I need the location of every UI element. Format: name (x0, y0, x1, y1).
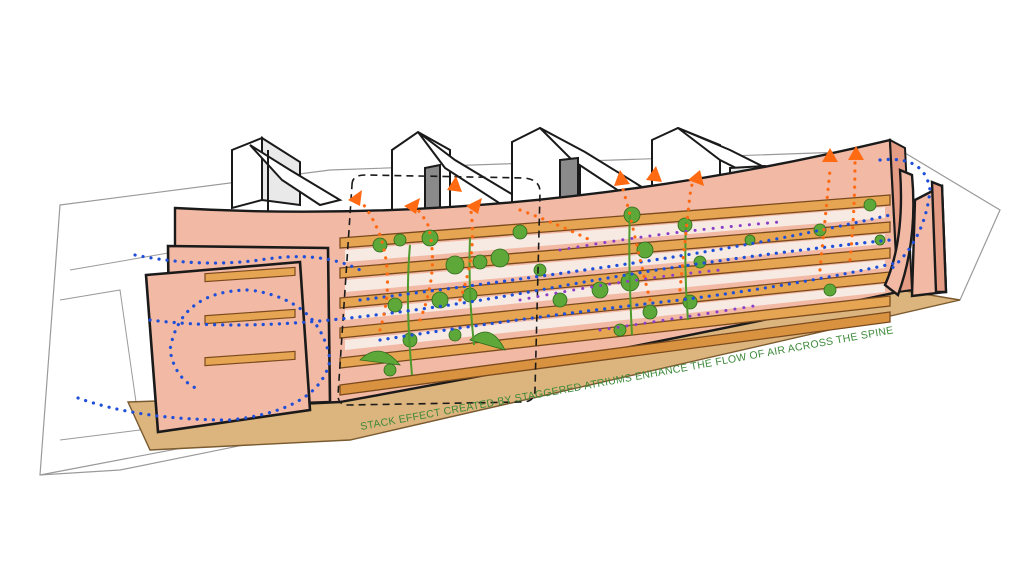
warm-air-exhaust (348, 146, 864, 332)
cool-air-flow-path (76, 157, 932, 422)
front-facade-panels (144, 244, 332, 434)
right-end-panels (883, 168, 948, 298)
floor-decks (339, 194, 891, 396)
tower-1 (231, 136, 343, 214)
panel-front (144, 260, 312, 434)
atrium-highlight-outline (337, 174, 541, 406)
mixed-air-flow-path (518, 220, 782, 332)
warm-air-exhaust-arrow (348, 146, 864, 214)
tower-2 (391, 130, 533, 224)
